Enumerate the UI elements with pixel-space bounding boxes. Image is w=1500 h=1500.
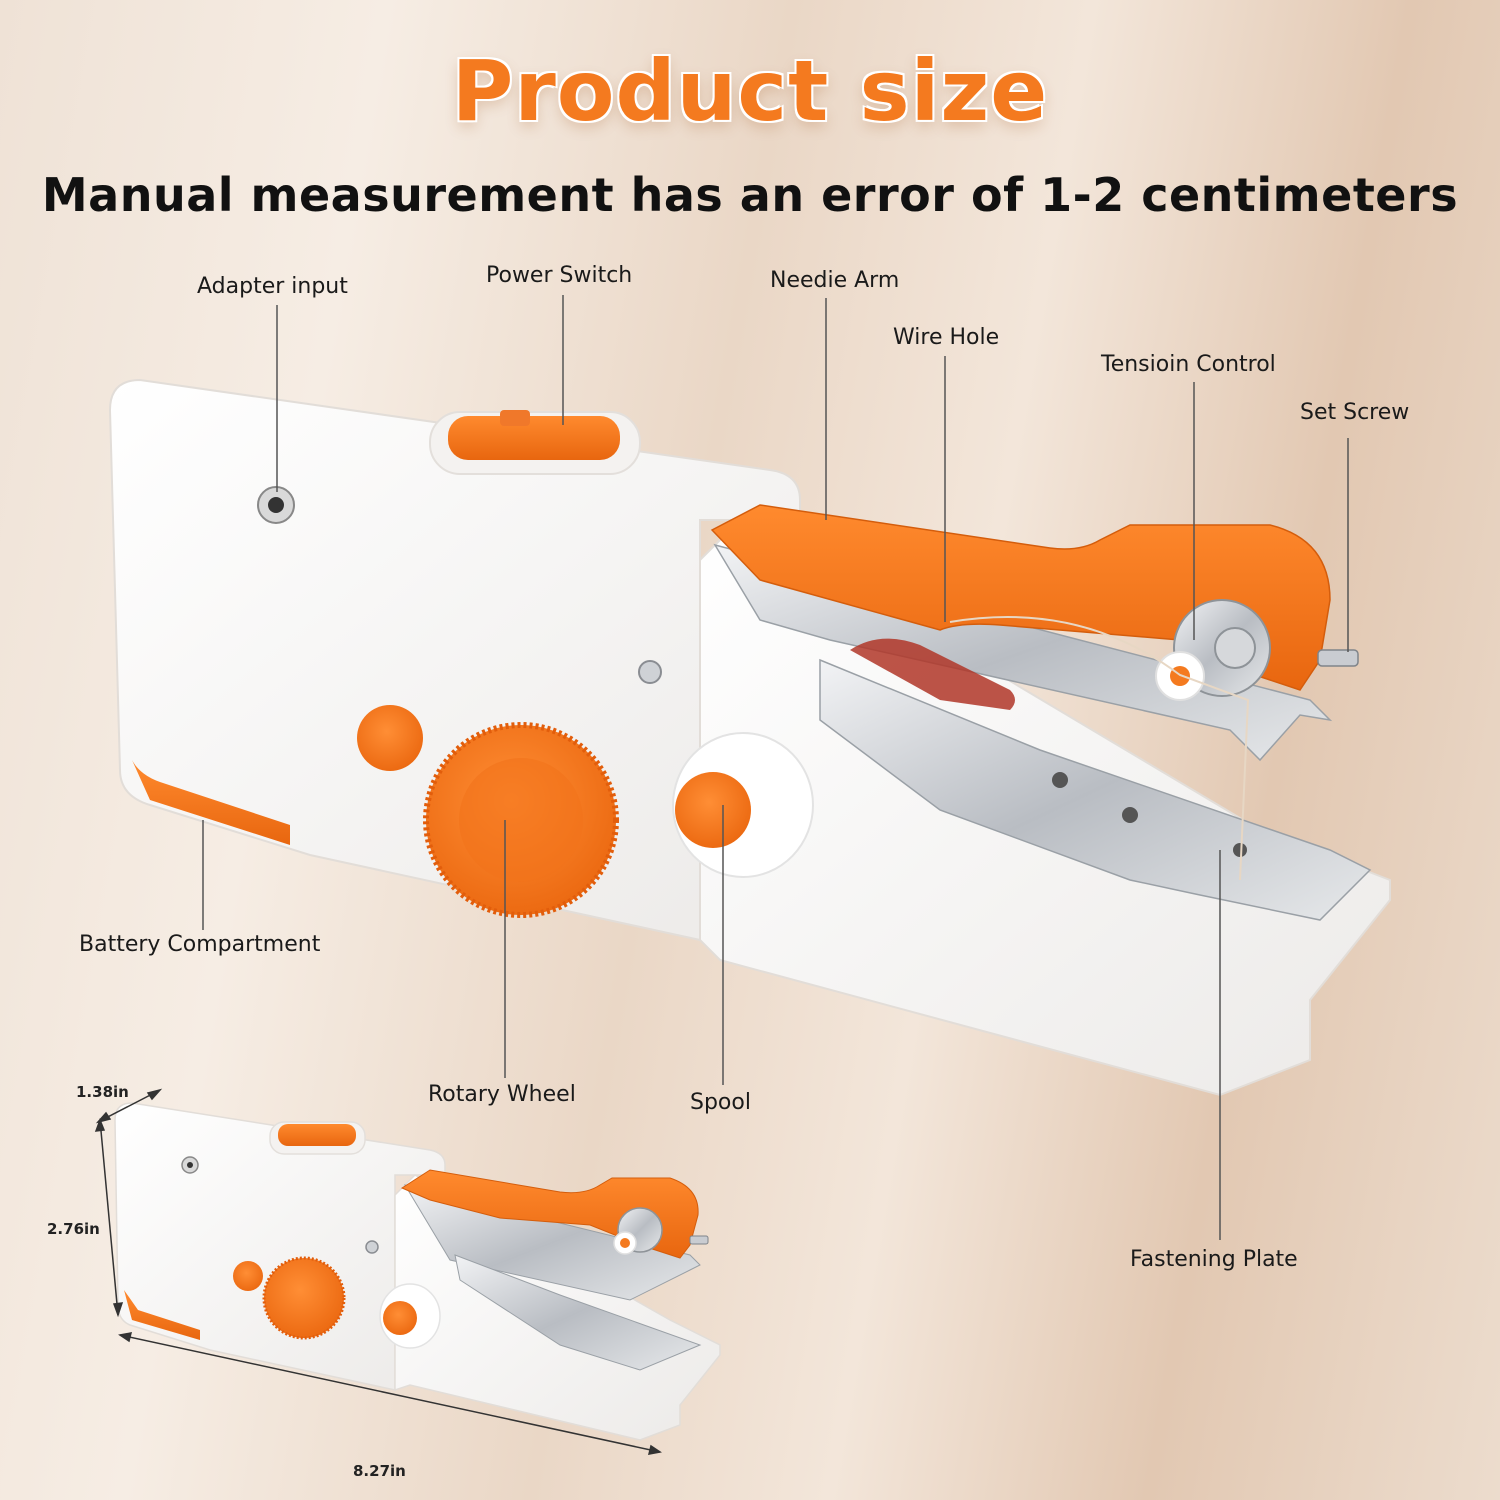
- callout-lines: [202, 295, 1349, 1240]
- dimension-length: 8.27in: [353, 1462, 406, 1480]
- large-sewing-machine: [108, 378, 1391, 1097]
- callout-set-screw: Set Screw: [1300, 400, 1410, 425]
- dimension-arrows: [94, 1088, 662, 1455]
- callout-needle-arm: Needie Arm: [770, 268, 900, 293]
- callout-fastening-plate: Fastening Plate: [1130, 1247, 1298, 1272]
- page-title: Product size: [451, 42, 1049, 140]
- callout-tension-control: Tensioin Control: [1101, 352, 1276, 377]
- dimension-depth: 1.38in: [76, 1083, 129, 1101]
- callout-power-switch: Power Switch: [486, 263, 633, 288]
- page-subtitle: Manual measurement has an error of 1-2 c…: [41, 168, 1459, 222]
- callout-adapter-input: Adapter input: [197, 274, 348, 299]
- callout-rotary-wheel: Rotary Wheel: [428, 1082, 576, 1107]
- callout-spool: Spool: [690, 1090, 751, 1115]
- small-sewing-machine: [114, 1102, 721, 1441]
- callout-wire-hole: Wire Hole: [893, 325, 1000, 350]
- callout-battery-compartment: Battery Compartment: [79, 932, 321, 957]
- dimension-height: 2.76in: [47, 1220, 100, 1238]
